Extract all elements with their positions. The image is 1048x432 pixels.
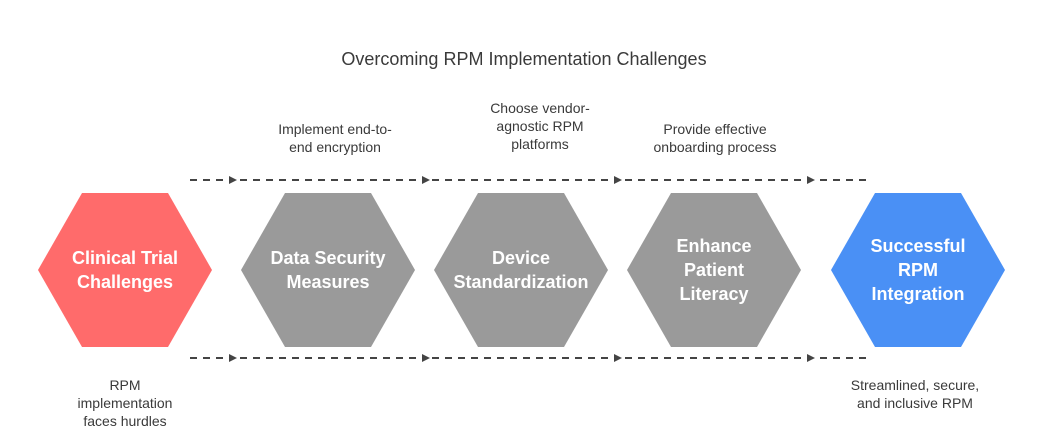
note-vendor-agnostic: Choose vendor- agnostic RPM platforms bbox=[490, 100, 590, 152]
step-label-enhance-patient-literacy: Enhance Patient Literacy bbox=[676, 236, 752, 304]
hexagon-clinical-trial-challenges bbox=[38, 193, 212, 347]
hexagon-successful-rpm-integration bbox=[831, 193, 1005, 347]
diagram-title: Overcoming RPM Implementation Challenges bbox=[341, 49, 707, 69]
step-label-device-standardization: Device Standardization bbox=[453, 248, 589, 292]
hexagon-device-standardization bbox=[434, 193, 608, 347]
note-end-outcome: Streamlined, secure, and inclusive RPM bbox=[850, 377, 980, 411]
note-encryption: Implement end-to- end encryption bbox=[278, 121, 392, 155]
note-onboarding: Provide effective onboarding process bbox=[653, 121, 777, 155]
step-label-successful-rpm-integration: Successful RPM Integration bbox=[870, 236, 966, 304]
step-label-data-security-measures: Data Security Measures bbox=[270, 248, 386, 292]
step-label-clinical-trial-challenges: Clinical Trial Challenges bbox=[71, 248, 179, 292]
hexagon-enhance-patient-literacy bbox=[627, 193, 801, 347]
note-start-hurdles: RPM implementation faces hurdles bbox=[77, 377, 173, 429]
hexagon-steps bbox=[38, 193, 1005, 347]
hexagon-data-security-measures bbox=[241, 193, 415, 347]
connector-lines bbox=[190, 176, 866, 362]
